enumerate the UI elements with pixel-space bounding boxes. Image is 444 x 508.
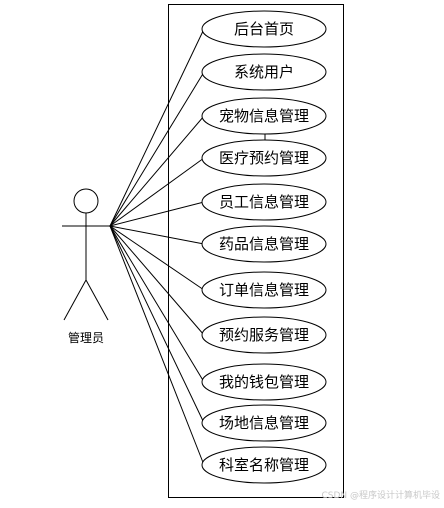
use-case: 药品信息管理 [201, 225, 327, 263]
use-case: 预约服务管理 [201, 316, 327, 354]
actor-head [73, 188, 99, 214]
actor-right-leg [85, 279, 109, 321]
use-case-label: 我的钱包管理 [219, 373, 309, 391]
use-case-label: 员工信息管理 [219, 193, 309, 211]
use-case-label: 科室名称管理 [219, 456, 309, 474]
association-line [109, 225, 205, 336]
use-cases-group: 后台首页系统用户宠物信息管理医疗预约管理员工信息管理药品信息管理订单信息管理预约… [201, 10, 327, 484]
use-case-ellipse [201, 363, 327, 401]
use-case-label: 订单信息管理 [219, 281, 309, 299]
use-case: 员工信息管理 [201, 183, 327, 221]
use-case: 场地信息管理 [201, 404, 327, 442]
use-case-label: 场地信息管理 [219, 414, 309, 432]
use-case: 科室名称管理 [201, 446, 327, 484]
use-case-label: 药品信息管理 [219, 235, 309, 253]
association-line [109, 225, 205, 383]
use-case-ellipse [201, 271, 327, 309]
association-line [109, 225, 205, 466]
use-case-ellipse [201, 446, 327, 484]
actor-label: 管理员 [68, 330, 104, 345]
association-line [109, 225, 205, 291]
use-case-ellipse [201, 183, 327, 221]
association-line [109, 71, 205, 227]
use-case-label: 医疗预约管理 [219, 149, 309, 167]
use-case-label: 宠物信息管理 [219, 107, 309, 125]
use-case: 宠物信息管理 [201, 97, 327, 135]
use-case-ellipse [201, 139, 327, 177]
use-case-label: 预约服务管理 [219, 326, 309, 344]
association-line [109, 157, 205, 227]
use-case: 订单信息管理 [201, 271, 327, 309]
use-case: 系统用户 [201, 53, 327, 91]
actor-figure [62, 188, 110, 321]
use-case-ellipse [201, 404, 327, 442]
use-case-ellipse [201, 316, 327, 354]
association-line [109, 115, 205, 227]
association-line [109, 201, 205, 227]
use-case-ellipse [201, 10, 327, 48]
use-case-ellipse [201, 225, 327, 263]
association-lines [109, 28, 205, 466]
use-case: 后台首页 [201, 10, 327, 48]
use-case-label: 后台首页 [234, 20, 294, 38]
association-line [109, 225, 205, 424]
actor-left-leg [63, 279, 87, 321]
association-line [109, 28, 205, 227]
system-boundary [168, 4, 344, 498]
use-case: 我的钱包管理 [201, 363, 327, 401]
use-case-ellipse [201, 97, 327, 135]
watermark-text: CSDN @程序设计计算机毕设 [321, 489, 440, 501]
use-case-ellipse [201, 53, 327, 91]
use-case-label: 系统用户 [234, 63, 294, 81]
use-case: 医疗预约管理 [201, 139, 327, 177]
association-line [109, 225, 205, 245]
